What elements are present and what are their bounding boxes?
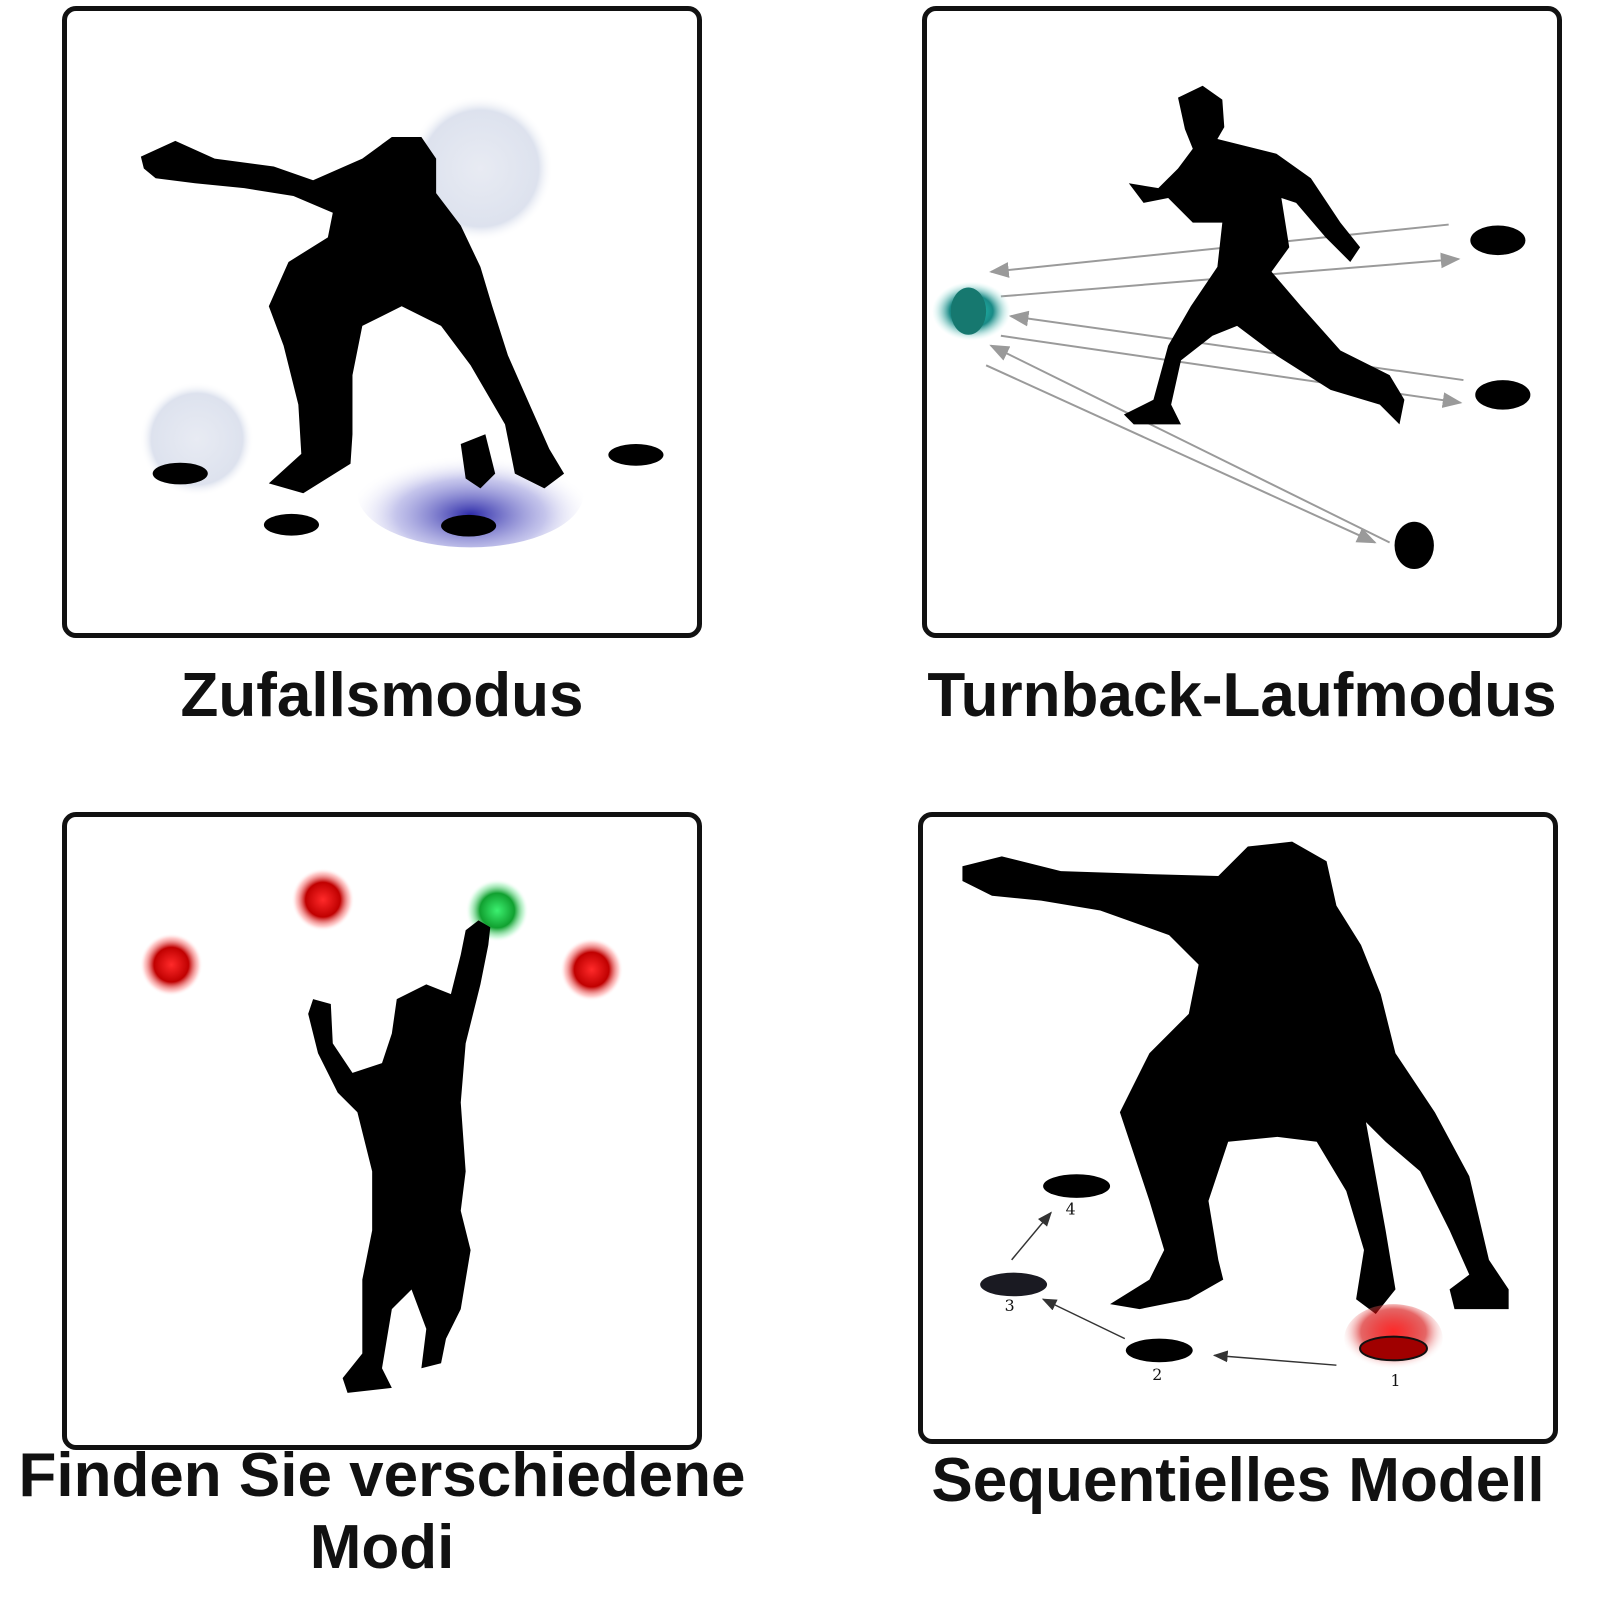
caption-find-modes: Finden Sie verschiedene Modi <box>0 1440 764 1584</box>
panel-random-mode <box>62 6 702 638</box>
caption-turnback-mode: Turnback-Laufmodus <box>927 661 1557 730</box>
crouching-player-illustration <box>139 95 664 548</box>
panel-find-modes <box>62 812 702 1450</box>
crouching-player-icon <box>962 841 1509 1315</box>
caption-line-2: Modi <box>309 1513 455 1582</box>
light-pad-icon <box>608 444 664 466</box>
light-pad-icon <box>263 513 320 536</box>
sequence-arrows <box>1011 1211 1337 1366</box>
sequence-label-2: 2 <box>1152 1365 1162 1384</box>
jumping-child-illustration <box>139 868 624 1393</box>
red-light-icon <box>560 938 624 1002</box>
light-pad-icon <box>441 514 497 537</box>
light-pad-icon <box>1470 225 1526 256</box>
caption-line-1: Finden Sie verschiedene <box>18 1441 746 1510</box>
player-hand <box>460 434 496 489</box>
sequence-label-4: 4 <box>1066 1200 1076 1219</box>
panel-sequential-model: 1 2 3 4 <box>918 812 1558 1444</box>
jumping-child-icon <box>308 920 491 1393</box>
running-player-icon <box>1123 85 1405 425</box>
light-pad-icon <box>950 287 987 335</box>
red-light-icon <box>291 868 355 932</box>
red-light-icon <box>139 933 203 997</box>
light-pad-icon <box>1359 1335 1428 1362</box>
light-pad-icon <box>980 1272 1048 1297</box>
light-pad-icon <box>1394 521 1434 570</box>
panel-turnback-mode <box>922 6 1562 638</box>
light-pad-icon <box>1043 1174 1111 1198</box>
light-pad-icon <box>152 462 208 485</box>
crouching-player-icon <box>140 136 565 494</box>
running-player-illustration <box>931 85 1531 570</box>
caption-random-mode: Zufallsmodus <box>180 661 584 730</box>
sequence-label-3: 3 <box>1005 1296 1015 1315</box>
caption-sequential-model: Sequentielles Modell <box>931 1446 1545 1515</box>
light-pad-icon <box>1125 1338 1193 1363</box>
sequence-label-1: 1 <box>1390 1371 1400 1390</box>
sequential-player-illustration: 1 2 3 4 <box>962 841 1509 1390</box>
light-pad-icon <box>1475 380 1531 410</box>
